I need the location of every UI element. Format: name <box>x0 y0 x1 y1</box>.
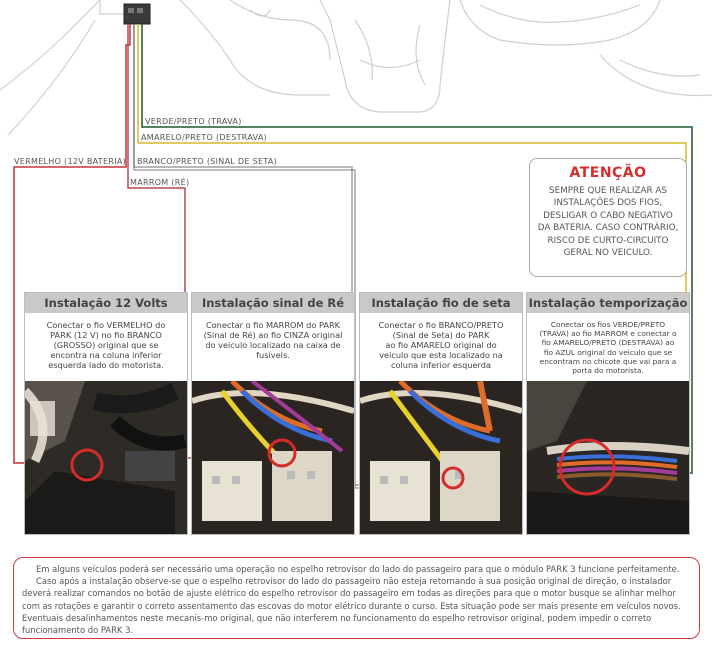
description-line: porta do motorista. <box>572 366 644 376</box>
wire-label-marrom: MARROM (RÉ) <box>130 178 190 187</box>
attention-line: INSTALAÇÕES DOS FIOS, <box>553 198 663 209</box>
wire-label-verde: VERDE/PRETO (TRAVA) <box>145 117 242 126</box>
install-photo-re <box>192 381 354 534</box>
description-line: (GROSSO) original que se <box>53 340 159 350</box>
panel-description: Conectar o fio VERMELHO do PARK (12 V) n… <box>25 313 187 383</box>
description-line: coluna inferior esquerda <box>391 360 491 370</box>
description-line: Conectar o fio VERMELHO do <box>46 320 166 330</box>
attention-line: DA BATERIA. CASO CONTRÁRIO, <box>537 223 679 234</box>
note-paragraph: Em alguns veículos poderá ser necessário… <box>36 564 680 574</box>
description-line: fusíveis. <box>256 350 290 360</box>
attention-line: DESLIGAR O CABO NEGATIVO <box>543 210 673 221</box>
description-line: fio AZUL original do veiculo que se <box>543 347 673 357</box>
description-line: esquerda lado do motorista. <box>48 360 164 370</box>
panel-description: Conectar o fio BRANCO/PRETO (Sinal de Se… <box>360 313 522 383</box>
note-paragraph: Caso após a instalação observe-se que o … <box>22 576 681 636</box>
attention-line: GERAL NO VEICULO. <box>563 248 653 259</box>
panel-fio-de-seta: Instalação fio de seta Conectar o fio BR… <box>359 292 523 535</box>
description-line: do veiculo localizado na caixa de <box>205 340 341 350</box>
wire-label-branco: BRANCO/PRETO (SINAL DE SETA) <box>137 157 278 166</box>
panel-temporizacao: Instalação temporização Conectar os fios… <box>526 292 690 535</box>
car-interior-outline <box>0 0 712 136</box>
description-line: (Sinal de Ré) ao fio CINZA original <box>203 330 343 340</box>
install-photo-temporizacao <box>527 381 689 534</box>
description-line: ao fio AMARELO original do <box>385 340 497 350</box>
description-line: encontra na coluna inferior <box>50 350 162 360</box>
description-line: PARK (12 V) no fio BRANCO <box>50 330 162 340</box>
description-line: encontram no chicote que vai para a <box>539 356 677 366</box>
attention-line: SEMPRE QUE REALIZAR AS <box>549 186 667 196</box>
installation-note: Em alguns veículos poderá ser necessário… <box>13 557 700 639</box>
panel-title: Instalação 12 Volts <box>25 293 187 313</box>
wire-vermelho <box>13 24 131 464</box>
attention-box: ATENÇÃO SEMPRE QUE REALIZAR AS INSTALAÇÕ… <box>529 158 687 277</box>
description-line: (Sinal de Seta) do PARK <box>392 330 490 340</box>
wire-label-amarelo: AMARELO/PRETO (DESTRAVA) <box>141 133 268 142</box>
install-photo-seta <box>360 381 522 534</box>
description-line: Conectar o fio BRANCO/PRETO <box>378 320 504 330</box>
wire-label-vermelho: VERMELHO (12V BATERIA) <box>14 157 127 166</box>
description-line: Conectar os fios VERDE/PRETO <box>550 320 666 329</box>
panel-title: Instalação sinal de Ré <box>192 293 354 313</box>
description-line: Conectar o fio MARROM do PARK <box>205 320 341 330</box>
panel-sinal-de-re: Instalação sinal de Ré Conectar o fio MA… <box>191 292 355 535</box>
panel-title: Instalação temporização <box>527 293 689 313</box>
install-photo-12v <box>25 381 187 534</box>
description-line: (TRAVA) ao fio MARROM e conectar o <box>539 329 677 339</box>
park-module <box>123 3 151 25</box>
panel-12-volts: Instalação 12 Volts Conectar o fio VERME… <box>24 292 188 535</box>
attention-line: RISCO DE CURTO-CIRCUITO <box>547 235 669 246</box>
panel-description: Conectar o fio MARROM do PARK (Sinal de … <box>192 313 354 383</box>
panel-description: Conectar os fios VERDE/PRETO (TRAVA) ao … <box>527 313 689 383</box>
panel-title: Instalação fio de seta <box>360 293 522 313</box>
description-line: fio AMARELO/PRETO (DESTRAVA) ao <box>541 338 675 348</box>
description-line: veiculo que esta localizado na <box>379 350 503 360</box>
attention-title: ATENÇÃO <box>569 165 647 181</box>
